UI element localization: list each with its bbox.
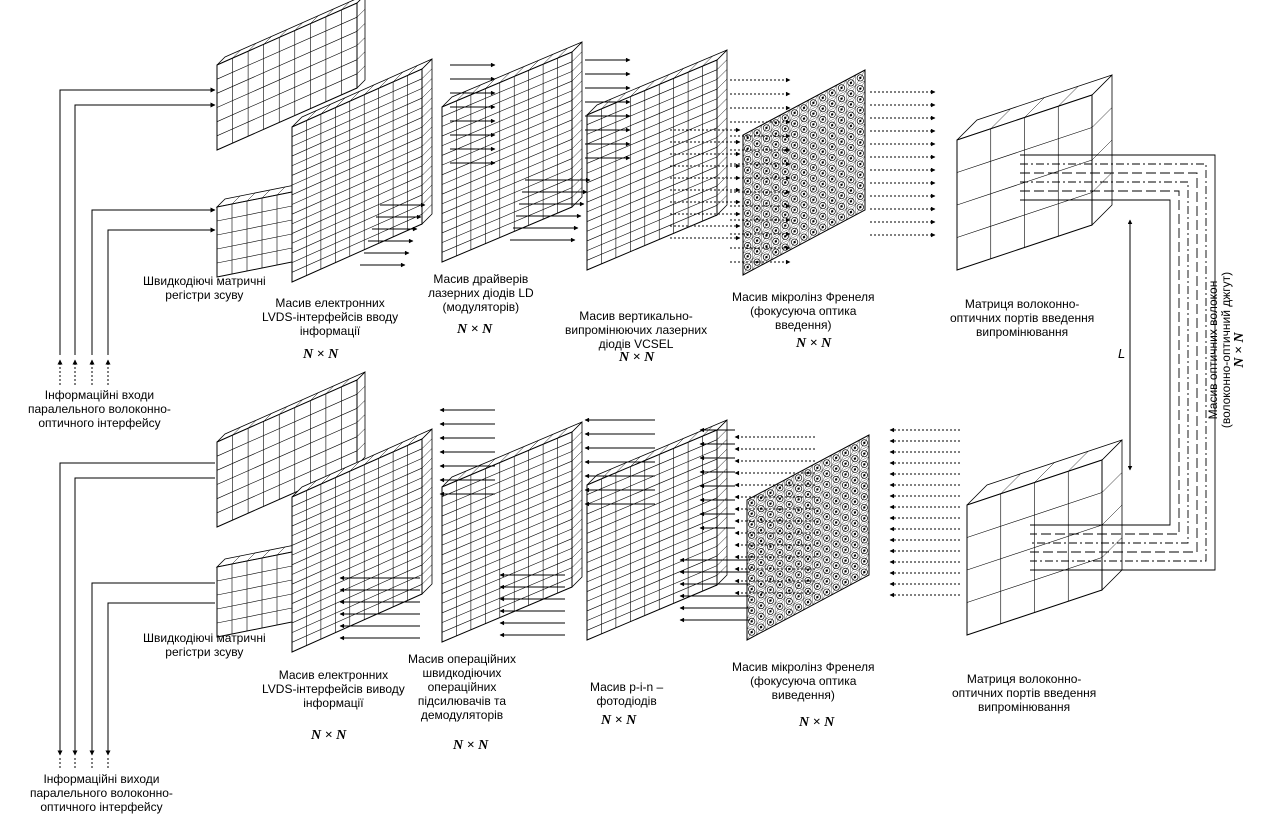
top-vcsel-label: Масив вертикально-випромінюючих лазерних…: [565, 309, 707, 351]
top-drivers-nxn: N × N: [457, 322, 492, 338]
top-driver-array: [442, 42, 582, 262]
output-line-2: [75, 478, 215, 755]
bottom-amps-nxn: N × N: [453, 738, 488, 754]
bottom-fresnel-nxn: N × N: [799, 715, 834, 731]
top-ports-label: Матриця волоконно-оптичних портів введен…: [950, 297, 1094, 339]
top-ports-block: [957, 75, 1112, 270]
bottom-ports-label: Матриця волоконно-оптичних портів введен…: [952, 672, 1096, 714]
bottom-amp-array: [442, 422, 582, 642]
output-line-3: [92, 583, 215, 755]
output-line-4: [108, 603, 215, 755]
bottom-ports-block: [967, 440, 1122, 635]
top-fresnel-nxn: N × N: [796, 336, 831, 352]
top-register-lower: [217, 184, 300, 277]
bottom-register-lower: [217, 544, 300, 637]
bottom-pin-nxn: N × N: [601, 713, 636, 729]
top-vcsel-array: [587, 50, 727, 270]
fiber-bundle-label: Масив оптичних волокон(волоконно-оптични…: [1207, 270, 1267, 430]
top-fresnel-label: Масив мікролінз Френеля(фокусуюча оптика…: [732, 290, 874, 332]
top-vcsel-nxn: N × N: [619, 350, 654, 366]
length-label: L: [1118, 347, 1125, 361]
bottom-pin-array: [587, 420, 727, 640]
input-line-1: [60, 90, 215, 355]
bottom-lvds-nxn: N × N: [311, 728, 346, 744]
bottom-pin-label: Масив p-i-n –фотодіодів: [590, 680, 663, 708]
bottom-fresnel-array: [747, 435, 869, 640]
output-line-1: [60, 463, 215, 755]
top-fresnel-array: [743, 70, 865, 275]
bottom-fresnel-label: Масив мікролінз Френеля(фокусуюча оптика…: [732, 660, 874, 702]
top-lvds-nxn: N × N: [303, 347, 338, 363]
